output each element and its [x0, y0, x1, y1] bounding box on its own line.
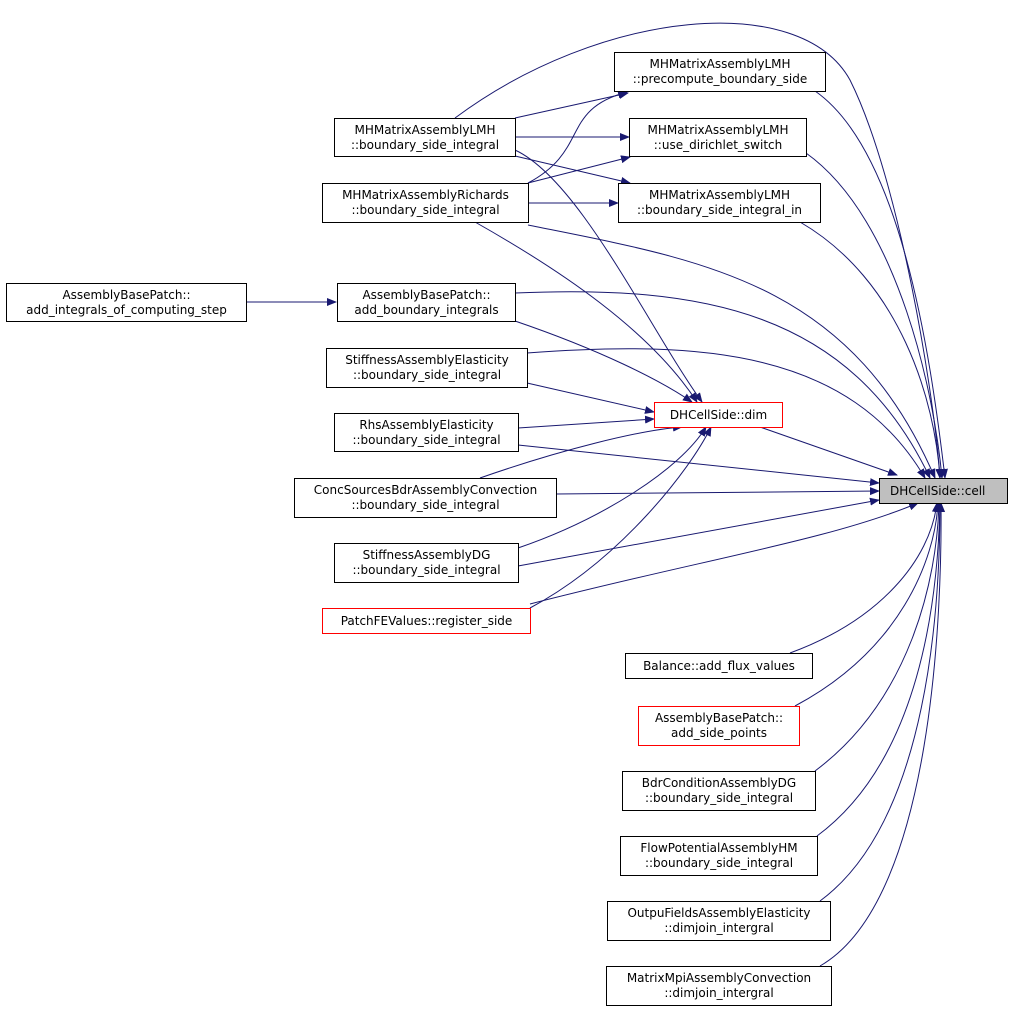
node-label: ::boundary_side_integral — [644, 856, 794, 870]
edge — [526, 348, 926, 479]
edge — [527, 224, 936, 479]
edge — [799, 221, 944, 479]
node-label: AssemblyBasePatch:: — [362, 287, 491, 302]
node-flow-potential-hm[interactable]: FlowPotentialAssemblyHM::boundary_side_i… — [620, 836, 818, 876]
edge — [517, 415, 655, 429]
node-label: ::boundary_side_integral — [352, 432, 501, 447]
node-label: AssemblyBasePatch:: — [654, 711, 784, 725]
edge — [517, 426, 707, 549]
node-label: ::dimjoin_intergral — [664, 986, 774, 1000]
node-label: ::boundary_side_integral — [352, 368, 502, 382]
node-label: MHMatrixAssemblyLMH — [354, 122, 496, 137]
node-label: add_boundary_integrals — [354, 302, 499, 317]
edge — [814, 90, 948, 479]
node-label: ConcSourcesBdrAssemblyConvection — [313, 483, 538, 497]
edge — [794, 502, 942, 707]
node-add-boundary-integrals[interactable]: AssemblyBasePatch::add_boundary_integral… — [337, 283, 516, 322]
edge — [479, 423, 683, 479]
edge — [514, 291, 931, 479]
node-label: MHMatrixAssemblyLMH — [648, 188, 791, 202]
node-dhcellside-cell[interactable]: DHCellSide::cell — [879, 478, 1008, 504]
node-label: MHMatrixAssemblyLMH — [647, 122, 789, 137]
node-label: ::boundary_side_integral — [352, 563, 501, 577]
node-label: MHMatrixAssemblyLMH — [649, 57, 791, 71]
edge — [514, 155, 631, 185]
node-outpu-fields-elasticity[interactable]: OutpuFieldsAssemblyElasticity::dimjoin_i… — [607, 901, 831, 941]
edge — [816, 502, 944, 837]
node-lmh-boundary-side-integral[interactable]: MHMatrixAssemblyLMH::boundary_side_integ… — [334, 118, 516, 157]
edge — [789, 502, 940, 654]
edge — [526, 382, 655, 414]
edge — [514, 320, 693, 403]
edge — [514, 149, 703, 403]
node-label: OutpuFieldsAssemblyElasticity — [627, 906, 811, 920]
node-label: add_side_points — [670, 726, 768, 740]
node-label: ::boundary_side_integral — [351, 498, 500, 512]
node-stiffness-dg[interactable]: StiffnessAssemblyDG::boundary_side_integ… — [334, 543, 519, 583]
node-label: RhsAssemblyElasticity — [359, 417, 494, 432]
node-label: DHCellSide::dim — [669, 407, 768, 422]
node-label: ::precompute_boundary_side — [632, 72, 808, 86]
edge — [759, 426, 898, 476]
node-bdr-condition-dg[interactable]: BdrConditionAssemblyDG::boundary_side_in… — [622, 771, 816, 811]
node-label: DHCellSide::cell — [890, 483, 986, 498]
edge — [805, 152, 946, 479]
edge — [474, 221, 698, 403]
node-stiffness-elasticity[interactable]: StiffnessAssemblyElasticity::boundary_si… — [326, 348, 528, 388]
node-label: MHMatrixAssemblyRichards — [342, 188, 509, 202]
node-balance-add-flux-values[interactable]: Balance::add_flux_values — [625, 653, 813, 679]
node-label: PatchFEValues::register_side — [340, 613, 513, 628]
node-label: Balance::add_flux_values — [643, 658, 795, 673]
edge — [819, 502, 944, 902]
node-label: AssemblyBasePatch:: — [62, 287, 191, 302]
edge — [454, 22, 944, 479]
node-boundary-side-integral-in[interactable]: MHMatrixAssemblyLMH::boundary_side_integ… — [618, 183, 821, 223]
node-label: StiffnessAssemblyDG — [362, 548, 491, 562]
node-label: MatrixMpiAssemblyConvection — [626, 971, 812, 985]
node-label: BdrConditionAssemblyDG — [641, 776, 797, 790]
node-label: add_integrals_of_computing_step — [26, 302, 227, 317]
edge — [529, 502, 919, 605]
node-label: FlowPotentialAssemblyHM — [640, 841, 798, 855]
edge — [814, 502, 943, 772]
node-richards-boundary-side-integral[interactable]: MHMatrixAssemblyRichards::boundary_side_… — [322, 183, 529, 223]
edge — [514, 91, 629, 119]
node-dhcellside-dim[interactable]: DHCellSide::dim — [654, 402, 783, 428]
edge — [529, 426, 712, 609]
node-register-side[interactable]: PatchFEValues::register_side — [322, 608, 531, 634]
edge — [555, 487, 880, 496]
node-precompute-boundary-side[interactable]: MHMatrixAssemblyLMH::precompute_boundary… — [614, 52, 826, 92]
edge — [819, 502, 946, 967]
edge — [527, 90, 628, 184]
node-label: ::boundary_side_integral — [351, 203, 500, 217]
node-label: ::boundary_side_integral_in — [636, 203, 803, 217]
node-label: ::use_dirichlet_switch — [653, 137, 783, 152]
node-matrix-mpi-convection[interactable]: MatrixMpiAssemblyConvection::dimjoin_int… — [606, 966, 832, 1006]
node-label: ::dimjoin_intergral — [664, 921, 774, 935]
node-add-side-points[interactable]: AssemblyBasePatch::add_side_points — [638, 706, 800, 746]
edge — [517, 444, 880, 487]
node-rhs-elasticity[interactable]: RhsAssemblyElasticity::boundary_side_int… — [334, 413, 519, 452]
node-add-integrals-of-computing-step[interactable]: AssemblyBasePatch::add_integrals_of_comp… — [6, 283, 247, 322]
node-label: StiffnessAssemblyElasticity — [345, 353, 509, 367]
node-label: ::boundary_side_integral — [350, 137, 500, 152]
edge — [517, 497, 880, 567]
node-use-dirichlet-switch[interactable]: MHMatrixAssemblyLMH::use_dirichlet_switc… — [629, 118, 807, 157]
edge — [527, 155, 631, 184]
node-label: ::boundary_side_integral — [644, 791, 794, 805]
node-conc-sources-bdr[interactable]: ConcSourcesBdrAssemblyConvection::bounda… — [294, 478, 557, 518]
